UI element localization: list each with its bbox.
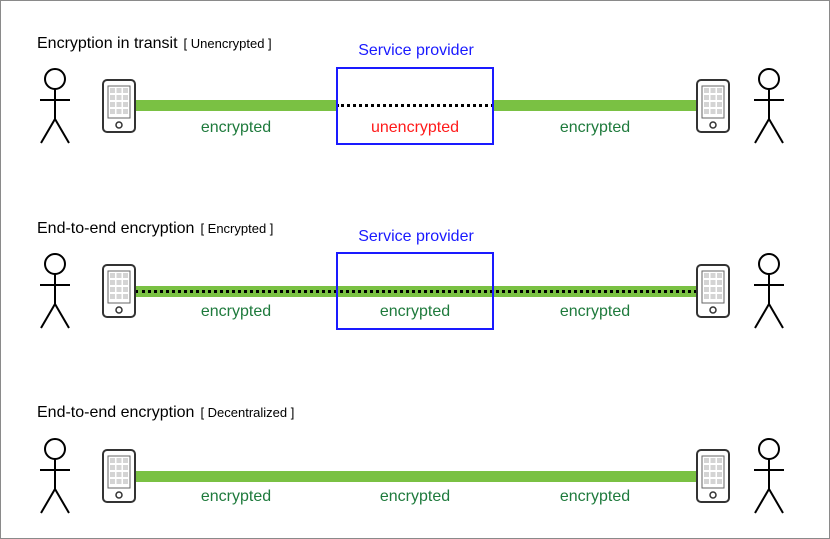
- row-end-to-end-decentralized: End-to-end encryption [ Decentralized ] e…: [1, 371, 830, 521]
- middle-link-label: unencrypted: [370, 119, 460, 136]
- right-link-label: encrypted: [559, 119, 631, 136]
- middle-link-label: encrypted: [379, 488, 451, 505]
- smartphone-icon: [696, 79, 730, 133]
- left-link-label: encrypted: [200, 488, 272, 505]
- person-icon: [751, 252, 787, 330]
- row-tag: [ Decentralized ]: [200, 405, 295, 420]
- row-title-text: End-to-end encryption: [37, 220, 195, 237]
- row-tag: [ Encrypted ]: [200, 221, 274, 236]
- smartphone-icon: [102, 264, 136, 318]
- person-icon: [37, 67, 73, 145]
- smartphone-icon: [696, 449, 730, 503]
- encrypted-link-left: [135, 100, 336, 111]
- right-link-label: encrypted: [559, 303, 631, 320]
- service-provider-box: [336, 252, 494, 330]
- smartphone-icon: [102, 79, 136, 133]
- row-tag: [ Unencrypted ]: [183, 36, 272, 51]
- person-icon: [37, 437, 73, 515]
- row-encryption-in-transit: Encryption in transit [ Unencrypted ] Ser…: [1, 1, 830, 151]
- row-title-text: End-to-end encryption: [37, 404, 195, 421]
- person-icon: [751, 67, 787, 145]
- row-end-to-end-encrypted: End-to-end encryption [ Encrypted ] Servi…: [1, 186, 830, 336]
- row-title-text: Encryption in transit: [37, 35, 178, 52]
- person-icon: [751, 437, 787, 515]
- encrypted-link: [135, 471, 697, 482]
- encrypted-payload-line: [135, 290, 697, 293]
- row-title: End-to-end encryption [ Decentralized ]: [37, 404, 294, 422]
- service-provider-box: [336, 67, 494, 145]
- left-link-label: encrypted: [200, 303, 272, 320]
- unencrypted-link: [336, 104, 494, 107]
- row-title: End-to-end encryption [ Encrypted ]: [37, 220, 273, 238]
- encrypted-link-right: [494, 100, 697, 111]
- row-title: Encryption in transit [ Unencrypted ]: [37, 35, 272, 53]
- person-icon: [37, 252, 73, 330]
- smartphone-icon: [696, 264, 730, 318]
- right-link-label: encrypted: [559, 488, 631, 505]
- service-provider-label: Service provider: [358, 42, 474, 59]
- left-link-label: encrypted: [200, 119, 272, 136]
- smartphone-icon: [102, 449, 136, 503]
- middle-link-label: encrypted: [379, 303, 451, 320]
- service-provider-label: Service provider: [358, 228, 474, 245]
